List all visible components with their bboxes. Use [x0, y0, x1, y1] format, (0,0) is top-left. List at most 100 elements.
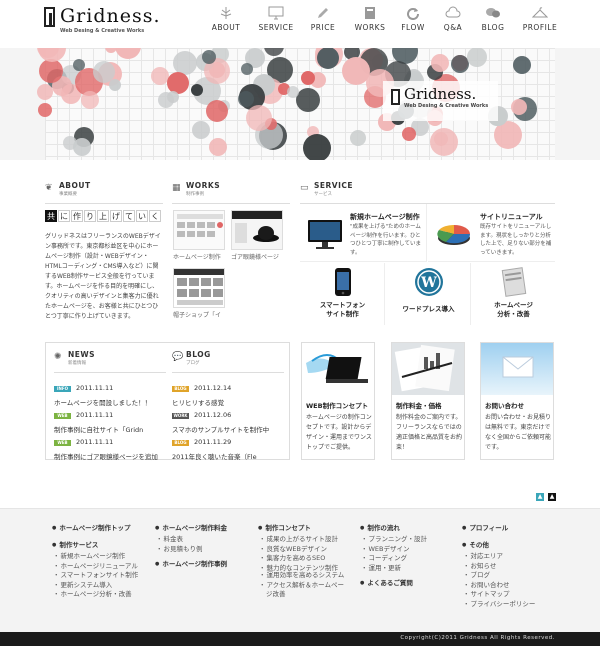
- hero-dot: [392, 48, 418, 64]
- footer-col-1: ホームページ制作トップ 制作サービス 新規ホームページ制作 ホームページリニュー…: [52, 522, 138, 598]
- news-item[interactable]: INFO 2011.11.11 ホームページを開設しました！！: [54, 375, 169, 407]
- footer-link[interactable]: お見積もり例: [155, 543, 227, 553]
- footer-link[interactable]: 対応エリア: [462, 550, 535, 560]
- smartphone-icon: [334, 267, 352, 301]
- footer-link[interactable]: ブログ: [462, 569, 535, 579]
- footer-link[interactable]: 運用・更新: [360, 562, 427, 572]
- nav-works[interactable]: WORKS: [347, 6, 393, 44]
- hero-dot: [73, 138, 91, 156]
- catch-char: い: [136, 210, 148, 222]
- page-top-dark-button[interactable]: ▲: [548, 493, 556, 501]
- footer-link[interactable]: お問い合わせ: [462, 579, 535, 589]
- works-subtitle: 制作事例: [186, 192, 204, 197]
- service-heading: ▭ SERVICE サービス: [300, 180, 555, 204]
- service-renewal[interactable]: サイトリニューアル 既存サイトをリニューアルします。現状をしっかりと分析した上で…: [428, 204, 555, 262]
- service-renewal-desc: 既存サイトをリニューアルします。現状をしっかりと分析した上で、足りない部分を補っ…: [480, 224, 552, 256]
- footer-link[interactable]: 運用効率を高めるシステム: [258, 571, 346, 581]
- hero-banner: Gridness. Web Desing & Creative Works: [0, 48, 600, 160]
- blog-text[interactable]: ヒリヒリする感覚: [172, 399, 224, 407]
- hero-dot: [37, 84, 53, 100]
- hero-logo: Gridness. Web Desing & Creative Works: [383, 81, 498, 121]
- footer-link[interactable]: その他: [462, 539, 535, 550]
- card-price-title: 制作料金・価格: [396, 402, 442, 410]
- footer-link[interactable]: お知らせ: [462, 560, 535, 570]
- footer-link[interactable]: プライバシーポリシー: [462, 598, 536, 608]
- footer-link[interactable]: ホームページ制作トップ: [52, 522, 138, 533]
- nav-flow-label: FLOW: [401, 23, 425, 32]
- about-title: ABOUT: [59, 181, 91, 190]
- nav-service[interactable]: SERVICE: [253, 6, 299, 44]
- logo-name: Gridness.: [60, 5, 161, 27]
- wordpress-icon: W: [414, 267, 444, 301]
- nav-blog-label: BLOG: [481, 23, 505, 32]
- service-wordpress[interactable]: W ワードプレス導入: [386, 263, 471, 325]
- copyright-text: Copyright(C)2011 Gridness All Rights Res…: [400, 635, 555, 641]
- footer-link[interactable]: 良質なWEBデザイン: [258, 543, 346, 553]
- hero-dot: [303, 134, 331, 160]
- footer-link[interactable]: 魅力的なコンテンツ制作: [258, 562, 346, 572]
- hero-dot: [264, 48, 284, 56]
- footer-link[interactable]: コーディング: [360, 552, 427, 562]
- news-text[interactable]: 制作事例にゴア眼鏡様ページを追加: [54, 453, 158, 461]
- nav-blog[interactable]: BLOG: [470, 6, 516, 44]
- blog-title: BLOG: [186, 350, 211, 359]
- service-smartphone[interactable]: スマートフォン サイト制作: [300, 263, 385, 325]
- footer-link[interactable]: よくあるご質問: [360, 577, 427, 588]
- footer-link[interactable]: 料金表: [155, 533, 227, 543]
- leaf-icon: ❦: [45, 183, 53, 193]
- hero-dots-pattern: [37, 48, 555, 160]
- card-price[interactable]: 制作料金・価格 制作料金のご案内です。フリーランスならではの適正価格と高品質をお…: [391, 342, 465, 460]
- footer-link[interactable]: WEBデザイン: [360, 543, 427, 553]
- footer-link[interactable]: ホームページ制作事例: [155, 558, 227, 569]
- hero-dot: [513, 56, 531, 74]
- works-thumb-1[interactable]: [173, 210, 225, 250]
- blog-text[interactable]: スマホのサンプルサイトを制作中: [172, 426, 270, 434]
- footer-link[interactable]: ホームページリニューアル: [52, 560, 138, 570]
- pencil-icon: [315, 6, 331, 20]
- footer-link[interactable]: 制作コンセプト: [258, 522, 346, 533]
- nav-profile[interactable]: PROFILE: [517, 6, 563, 44]
- hero-dot: [173, 51, 197, 75]
- footer-link[interactable]: 制作の流れ: [360, 522, 427, 533]
- blog-heading: 💬 BLOG ブログ: [172, 349, 284, 373]
- works-thumb-2[interactable]: [231, 210, 283, 250]
- service-new-site[interactable]: 新規ホームページ制作 "成果を上げる"ためのホームページ制作を行います。ひとつひ…: [300, 204, 427, 262]
- service-smartphone-line2: サイト制作: [326, 310, 359, 318]
- footer-link[interactable]: スマートフォンサイト制作: [52, 569, 139, 579]
- card-concept[interactable]: WEB制作コンセプト ホームページの制作コンセプトです。設計からデザイン・運用ま…: [301, 342, 375, 460]
- blog-text[interactable]: 2011年良く聴いた音楽（Fle: [172, 453, 257, 461]
- nav-qa[interactable]: Q&A: [430, 6, 476, 44]
- service-analysis[interactable]: ホームページ 分析・改善: [472, 263, 555, 325]
- footer-link[interactable]: ホームページ制作料金: [155, 522, 227, 533]
- book-icon: [362, 6, 378, 20]
- page-top-button[interactable]: ▲: [536, 493, 544, 501]
- footer-link[interactable]: アクセス解析＆ホームページ改善: [258, 581, 346, 600]
- card-contact[interactable]: お問い合わせ お問い合わせ・お見積りは無料です。東京だけでなく全国からご依頼可能…: [480, 342, 554, 460]
- nav-price[interactable]: PRICE: [300, 6, 346, 44]
- footer-link[interactable]: 集客力を高めるSEO: [258, 552, 346, 562]
- logo-tagline: Web Desing & Creative Works: [60, 28, 145, 34]
- footer-link[interactable]: サイトマップ: [462, 588, 535, 598]
- news-badge: INFO: [54, 386, 71, 392]
- news-text[interactable]: ホームページを開設しました！！: [54, 399, 152, 407]
- footer-link[interactable]: 更新システム導入: [52, 579, 138, 589]
- catch-char: 作: [71, 210, 83, 222]
- footer-link[interactable]: 制作サービス: [52, 539, 138, 550]
- footer-link[interactable]: プランニング・設計: [360, 533, 428, 543]
- nav-flow[interactable]: FLOW: [390, 6, 436, 44]
- news-text[interactable]: 制作事例に自社サイト「Gridn: [54, 426, 144, 434]
- works-thumb-3[interactable]: [173, 268, 225, 308]
- footer-link[interactable]: 新規ホームページ制作: [52, 550, 138, 560]
- footer-link[interactable]: 成果の上がるサイト設計: [258, 533, 346, 543]
- news-date: 2011.11.11: [76, 384, 114, 392]
- footer-link[interactable]: プロフィール: [462, 522, 535, 533]
- nav-price-label: PRICE: [310, 23, 336, 32]
- footer-link[interactable]: ホームページ分析・改善: [52, 588, 138, 598]
- nav-about[interactable]: ABOUT: [203, 6, 249, 44]
- service-new-site-desc: "成果を上げる"ためのホームページ制作を行います。ひとつひとつ丁寧に制作していま…: [350, 224, 421, 256]
